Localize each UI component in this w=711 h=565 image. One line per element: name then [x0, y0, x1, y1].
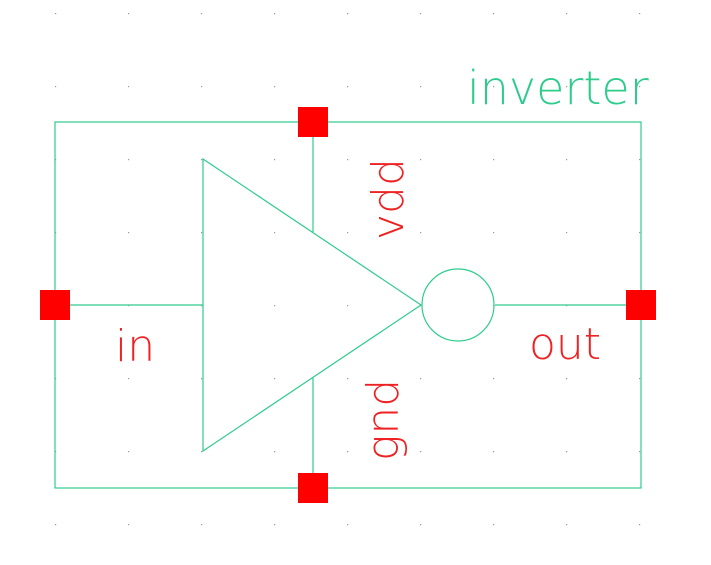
pin-in[interactable] [40, 290, 70, 320]
grid-dot [128, 159, 130, 161]
pin-label-vdd: vdd [363, 158, 414, 240]
grid-dot [347, 13, 349, 15]
grid-dot [347, 305, 349, 307]
pin-vdd[interactable] [298, 107, 328, 137]
grid-dot [493, 451, 495, 453]
grid-dot [493, 524, 495, 526]
grid-dot [347, 86, 349, 88]
pin-label-in: in [115, 321, 155, 372]
grid-dot [201, 524, 203, 526]
grid-dot [493, 232, 495, 234]
grid-dot [493, 378, 495, 380]
grid-dot [201, 86, 203, 88]
grid-dot [128, 232, 130, 234]
grid-dot [347, 451, 349, 453]
grid-dot [639, 86, 641, 88]
grid-dot [55, 524, 57, 526]
grid-dot [420, 86, 422, 88]
grid-dot [201, 159, 203, 161]
grid-dot [347, 378, 349, 380]
grid-dot [566, 159, 568, 161]
grid-dot [274, 305, 276, 307]
grid-dot [566, 524, 568, 526]
grid-dot [55, 86, 57, 88]
grid-dot [420, 451, 422, 453]
grid-dot [493, 159, 495, 161]
grid-dot [493, 13, 495, 15]
grid-dot [639, 451, 641, 453]
grid-dot [128, 451, 130, 453]
grid-dot [566, 232, 568, 234]
grid-dot [566, 451, 568, 453]
grid-dot [347, 159, 349, 161]
grid-dot [201, 13, 203, 15]
pin-label-gnd: gnd [358, 379, 409, 461]
grid-dot [201, 232, 203, 234]
grid-dot [493, 86, 495, 88]
grid-dot [347, 524, 349, 526]
grid-dot [128, 86, 130, 88]
grid-dot [274, 13, 276, 15]
grid-dot [639, 524, 641, 526]
inverter-triangle[interactable] [202, 157, 423, 453]
grid-dot [420, 159, 422, 161]
grid-dot [274, 232, 276, 234]
grid-dot [420, 232, 422, 234]
grid-dot [274, 159, 276, 161]
inversion-bubble[interactable] [421, 268, 495, 342]
grid-dot [201, 378, 203, 380]
grid-dot [274, 451, 276, 453]
grid-dot [639, 232, 641, 234]
pin-out[interactable] [626, 290, 656, 320]
grid-dot [420, 13, 422, 15]
grid-dot [274, 378, 276, 380]
grid-dot [55, 13, 57, 15]
grid-dot [420, 524, 422, 526]
pin-label-out: out [529, 319, 601, 370]
grid-dot [639, 159, 641, 161]
grid-dot [639, 378, 641, 380]
cell-name-label: inverter [467, 61, 649, 115]
grid-dot [347, 232, 349, 234]
grid-dot [420, 378, 422, 380]
grid-dot [201, 451, 203, 453]
grid-dot [639, 13, 641, 15]
grid-dot [128, 13, 130, 15]
grid-dot [274, 524, 276, 526]
grid-dot [566, 13, 568, 15]
grid-dot [274, 86, 276, 88]
grid-dot [566, 86, 568, 88]
grid-dot [128, 378, 130, 380]
pin-gnd[interactable] [298, 473, 328, 503]
grid-dot [566, 378, 568, 380]
grid-dot [128, 524, 130, 526]
